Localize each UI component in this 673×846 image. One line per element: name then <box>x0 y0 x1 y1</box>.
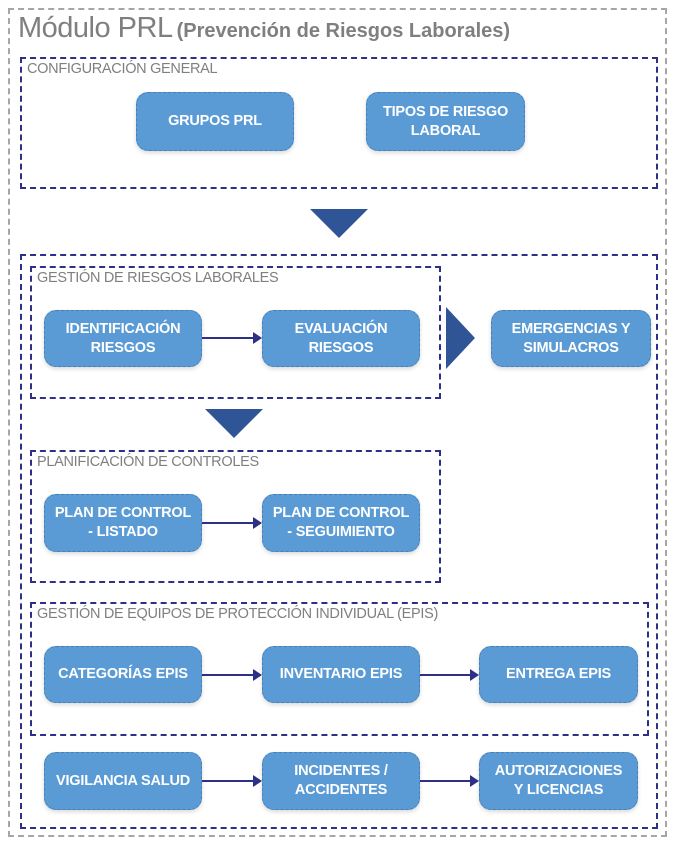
node-label: VIGILANCIA SALUD <box>55 772 190 789</box>
node-label: INCIDENTES / ACCIDENTES <box>294 763 388 798</box>
node-autorizaciones-licencias[interactable]: AUTORIZACIONES Y LICENCIAS <box>479 752 638 810</box>
connector-arrow-icon <box>420 669 479 681</box>
group-operaciones <box>20 254 658 829</box>
node-label: EMERGENCIAS Y SIMULACROS <box>511 320 631 356</box>
connector-arrow-icon <box>202 517 262 529</box>
node-emergencias-simulacros[interactable]: EMERGENCIAS Y SIMULACROS <box>491 310 651 367</box>
flow-right-arrow-icon <box>446 307 475 369</box>
module-frame <box>8 8 667 837</box>
node-label: GRUPOS PRL <box>168 113 262 129</box>
connector-arrow-icon <box>202 669 262 681</box>
group-planificacion-controles: PLANIFICACIÓN DE CONTROLES <box>30 450 441 583</box>
node-plan-control-seguimiento[interactable]: PLAN DE CONTROL - SEGUIMIENTO <box>262 494 420 552</box>
node-label: INVENTARIO EPIS <box>279 666 403 682</box>
node-tipos-riesgo-laboral[interactable]: TIPOS DE RIESGO LABORAL <box>366 92 525 151</box>
group-epis: GESTIÓN DE EQUIPOS DE PROTECCIÓN INDIVID… <box>30 602 649 736</box>
node-label: EVALUACIÓN RIESGOS <box>294 320 388 356</box>
title-main: Módulo PRL <box>18 12 173 44</box>
node-label: PLAN DE CONTROL - LISTADO <box>54 505 192 540</box>
node-label: ENTREGA EPIS <box>505 666 612 682</box>
node-label: TIPOS DE RIESGO LABORAL <box>382 103 509 139</box>
connector-arrow-icon <box>202 332 262 344</box>
group-label: PLANIFICACIÓN DE CONTROLES <box>37 454 259 470</box>
connector-arrow-icon <box>420 775 479 787</box>
node-categorias-epis[interactable]: CATEGORÍAS EPIS <box>44 646 202 703</box>
node-evaluacion-riesgos[interactable]: EVALUACIÓN RIESGOS <box>262 310 420 367</box>
group-label: GESTIÓN DE EQUIPOS DE PROTECCIÓN INDIVID… <box>37 606 438 622</box>
node-entrega-epis[interactable]: ENTREGA EPIS <box>479 646 638 703</box>
node-grupos-prl[interactable]: GRUPOS PRL <box>136 92 294 151</box>
group-gestion-riesgos: GESTIÓN DE RIESGOS LABORALES <box>30 266 441 399</box>
group-label: GESTIÓN DE RIESGOS LABORALES <box>37 270 279 286</box>
flow-down-arrow-icon <box>310 209 368 238</box>
node-label: IDENTIFICACIÓN RIESGOS <box>65 320 181 356</box>
node-inventario-epis[interactable]: INVENTARIO EPIS <box>262 646 420 703</box>
group-label: CONFIGURACIÓN GENERAL <box>27 61 218 77</box>
flow-down-arrow-icon <box>205 409 263 438</box>
node-label: PLAN DE CONTROL - SEGUIMIENTO <box>272 505 410 540</box>
node-incidentes-accidentes[interactable]: INCIDENTES / ACCIDENTES <box>262 752 420 810</box>
node-vigilancia-salud[interactable]: VIGILANCIA SALUD <box>44 752 202 810</box>
node-label: CATEGORÍAS EPIS <box>58 666 188 682</box>
group-configuracion-general: CONFIGURACIÓN GENERAL <box>20 57 658 189</box>
node-label: AUTORIZACIONES Y LICENCIAS <box>494 763 623 798</box>
connector-arrow-icon <box>202 775 262 787</box>
page-title: Módulo PRL(Prevención de Riesgos Laboral… <box>18 12 510 45</box>
title-subtitle: (Prevención de Riesgos Laborales) <box>176 20 511 42</box>
node-identificacion-riesgos[interactable]: IDENTIFICACIÓN RIESGOS <box>44 310 202 367</box>
node-plan-control-listado[interactable]: PLAN DE CONTROL - LISTADO <box>44 494 202 552</box>
